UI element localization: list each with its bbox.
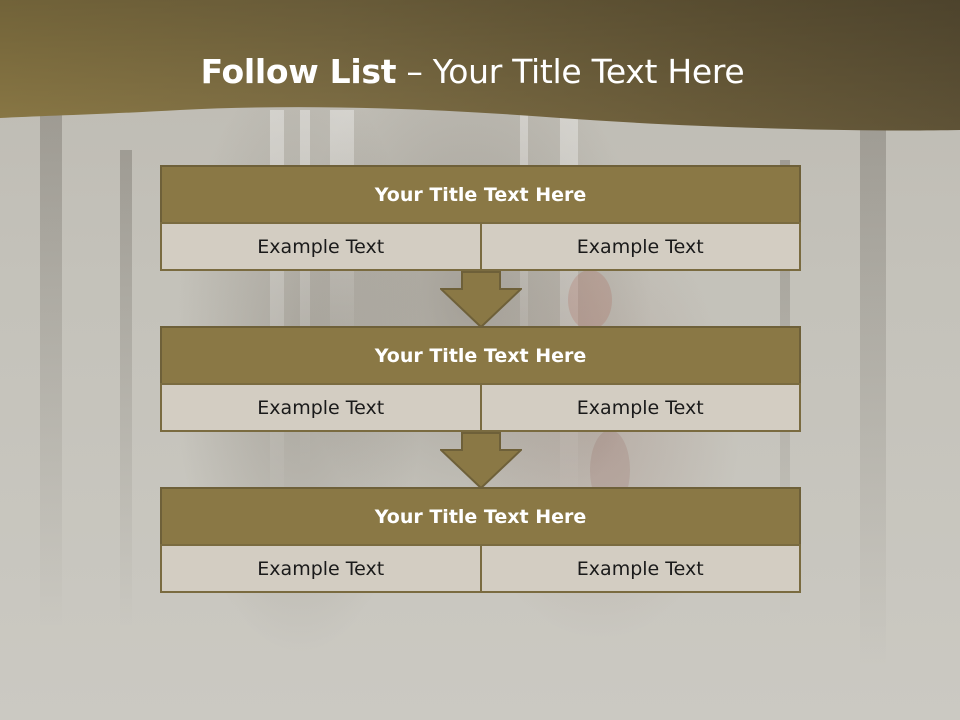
header-band: [0, 0, 960, 131]
step-cell-right: Example Text: [481, 222, 801, 271]
down-arrow-icon: [440, 432, 522, 490]
slide-title: Follow List – Your Title Text Here: [0, 52, 945, 91]
down-arrow-icon: [440, 271, 522, 329]
step-block-2: Your Title Text Here Example Text Exampl…: [160, 326, 801, 432]
slide-title-rest: – Your Title Text Here: [396, 52, 745, 91]
step-cell-right: Example Text: [481, 544, 801, 593]
step-title: Your Title Text Here: [160, 326, 801, 383]
step-cell-left: Example Text: [160, 383, 482, 432]
step-cell-left: Example Text: [160, 544, 482, 593]
slide-title-bold: Follow List: [200, 52, 397, 91]
step-row: Example Text Example Text: [160, 383, 801, 432]
step-cell-right: Example Text: [481, 383, 801, 432]
step-row: Example Text Example Text: [160, 544, 801, 593]
step-block-1: Your Title Text Here Example Text Exampl…: [160, 165, 801, 271]
step-title: Your Title Text Here: [160, 165, 801, 222]
step-cell-left: Example Text: [160, 222, 482, 271]
step-row: Example Text Example Text: [160, 222, 801, 271]
step-block-3: Your Title Text Here Example Text Exampl…: [160, 487, 801, 593]
step-title: Your Title Text Here: [160, 487, 801, 544]
